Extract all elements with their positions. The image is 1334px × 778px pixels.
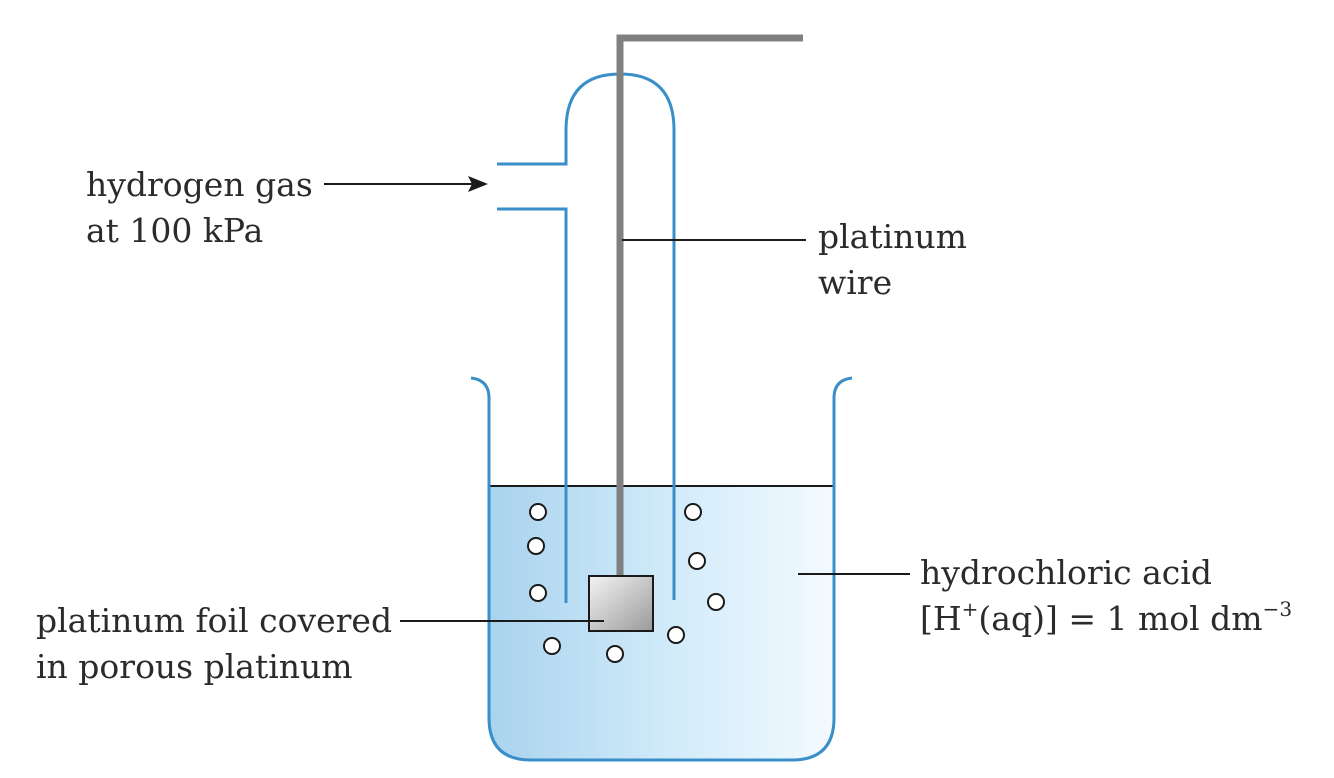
hydrochloric-acid-label-line1: hydrochloric acid <box>920 553 1212 592</box>
acid-liquid <box>489 486 834 760</box>
bubble <box>688 552 706 570</box>
bubble <box>543 637 561 655</box>
bubble <box>529 503 547 521</box>
hydrogen-gas-label-line2: at 100 kPa <box>86 211 264 250</box>
bubble <box>606 645 624 663</box>
bubble <box>529 584 547 602</box>
bubble <box>527 537 545 555</box>
platinum-foil-label-line2: in porous platinum <box>36 647 353 686</box>
platinum-foil-label: platinum foil covered in porous platinum <box>36 598 392 690</box>
bubble <box>684 503 702 521</box>
hydrochloric-acid-concentration: [H+(aq)] = 1 mol dm−3 <box>920 596 1292 642</box>
conc-prefix: [H <box>920 599 962 638</box>
platinum-wire-label-line2: wire <box>818 263 893 302</box>
bubble <box>707 593 725 611</box>
platinum-foil <box>588 575 654 632</box>
hydrogen-gas-label: hydrogen gas at 100 kPa <box>86 162 313 254</box>
platinum-wire-label-line1: platinum <box>818 217 967 256</box>
hydrogen-arrow-head <box>468 176 488 192</box>
hydrogen-gas-label-line1: hydrogen gas <box>86 165 313 204</box>
bubble <box>667 626 685 644</box>
hydrogen-bubbles <box>527 503 725 663</box>
glass-tube-inlet-lower <box>497 207 568 603</box>
platinum-wire <box>616 34 803 578</box>
conc-mid: (aq)] = 1 mol dm <box>978 599 1263 638</box>
conc-sup-exp: −3 <box>1262 597 1293 621</box>
platinum-wire-label: platinum wire <box>818 214 967 306</box>
platinum-foil-label-line1: platinum foil covered <box>36 601 393 640</box>
conc-sup-plus: + <box>961 597 979 621</box>
beaker <box>470 376 853 762</box>
hydrochloric-acid-label: hydrochloric acid [H+(aq)] = 1 mol dm−3 <box>920 550 1292 642</box>
